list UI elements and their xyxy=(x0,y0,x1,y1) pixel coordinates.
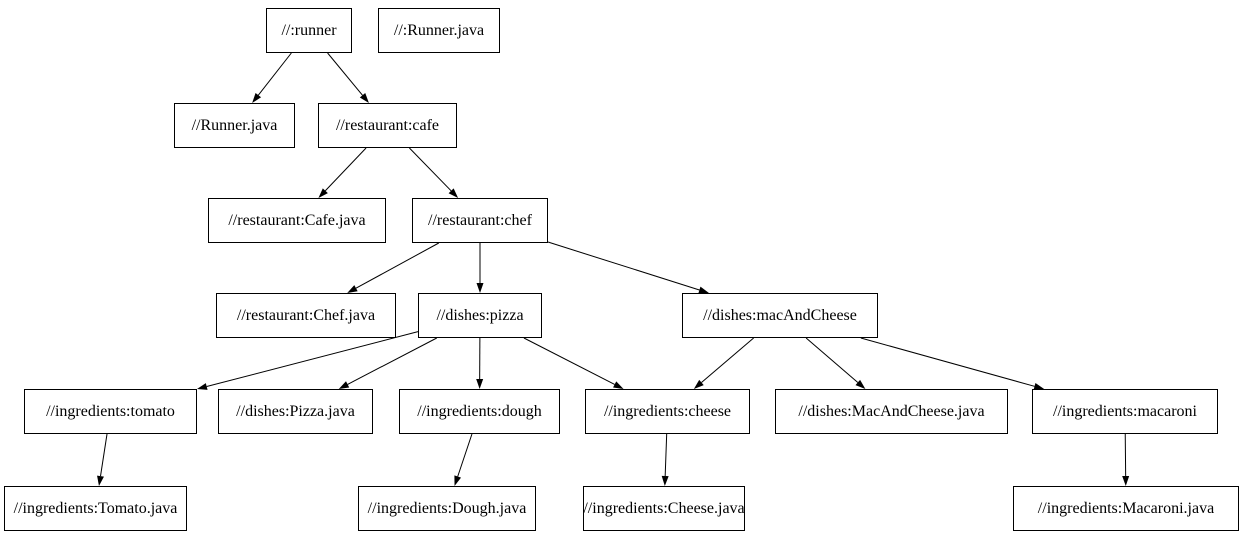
arrowhead-icon xyxy=(97,475,104,486)
graph-node-cafe-java: //restaurant:Cafe.java xyxy=(208,198,386,243)
graph-node-label: //ingredients:macaroni xyxy=(1053,402,1197,420)
graph-node-label: //Runner.java xyxy=(191,116,278,134)
graph-node-dough: //ingredients:dough xyxy=(399,389,560,434)
graph-node-label: //restaurant:Cafe.java xyxy=(228,211,366,229)
graph-node-label: //restaurant:chef xyxy=(428,211,532,229)
graph-node-cheese: //ingredients:cheese xyxy=(585,389,750,434)
graph-node-label: //restaurant:cafe xyxy=(335,116,440,134)
graph-node-label: //:Runner.java xyxy=(393,21,485,39)
graph-node-label: //ingredients:Tomato.java xyxy=(13,499,178,517)
edge-chef-to-chef-java xyxy=(347,242,440,293)
graph-node-label: //restaurant:Chef.java xyxy=(236,306,376,324)
graph-node-cheese-java: //ingredients:Cheese.java xyxy=(583,486,745,531)
arrowhead-icon xyxy=(661,475,669,486)
graph-node-macaroni: //ingredients:macaroni xyxy=(1032,389,1218,434)
arrowhead-icon xyxy=(693,379,704,389)
graph-node-label: //:runner xyxy=(281,21,337,39)
edge-tomato-to-tomato-java xyxy=(97,433,108,486)
arrowhead-icon xyxy=(476,378,484,389)
arrowhead-icon xyxy=(197,383,208,390)
edge-mac-and-cheese-to-mac-and-cheese-java xyxy=(805,337,866,389)
graph-node-tomato-java: //ingredients:Tomato.java xyxy=(4,486,187,531)
graph-node-label: //dishes:MacAndCheese.java xyxy=(798,402,985,420)
edge-chef-to-mac-and-cheese xyxy=(547,241,709,294)
arrowhead-icon xyxy=(347,285,358,293)
arrowhead-icon xyxy=(448,188,459,198)
graph-node-cafe: //restaurant:cafe xyxy=(318,103,457,148)
arrowhead-icon xyxy=(359,93,369,103)
arrowhead-icon xyxy=(252,92,262,103)
arrowhead-icon xyxy=(318,188,328,198)
edge-mac-and-cheese-to-macaroni xyxy=(860,337,1045,390)
graph-node-runner-java-root: //:Runner.java xyxy=(378,8,500,53)
graph-node-label: //ingredients:Macaroni.java xyxy=(1037,499,1215,517)
graph-node-tomato: //ingredients:tomato xyxy=(24,389,197,434)
graph-node-label: //dishes:Pizza.java xyxy=(236,402,355,420)
graph-node-label: //dishes:pizza xyxy=(436,306,524,324)
edge-dough-to-dough-java xyxy=(454,433,473,486)
edge-pizza-to-tomato xyxy=(197,331,419,390)
edge-macaroni-to-macaroni-java xyxy=(1122,433,1130,486)
arrowhead-icon xyxy=(454,475,462,486)
graph-node-label: //ingredients:Cheese.java xyxy=(583,499,745,517)
graph-node-pizza: //dishes:pizza xyxy=(418,293,542,338)
graph-node-dough-java: //ingredients:Dough.java xyxy=(358,486,536,531)
graph-node-chef: //restaurant:chef xyxy=(412,198,548,243)
graph-node-label: //ingredients:cheese xyxy=(603,402,732,420)
edge-runner-to-cafe xyxy=(327,52,369,103)
graph-node-mac-and-cheese-java: //dishes:MacAndCheese.java xyxy=(775,389,1008,434)
graph-node-pizza-java: //dishes:Pizza.java xyxy=(218,389,373,434)
graph-node-label: //ingredients:dough xyxy=(417,402,542,420)
graph-node-chef-java: //restaurant:Chef.java xyxy=(216,293,396,338)
edge-runner-to-runner-java xyxy=(252,52,292,103)
edge-cheese-to-cheese-java xyxy=(661,433,669,486)
graph-node-label: //ingredients:Dough.java xyxy=(367,499,527,517)
graph-node-label: //ingredients:tomato xyxy=(46,402,175,420)
arrowhead-icon xyxy=(613,381,624,389)
graph-node-label: //dishes:macAndCheese xyxy=(703,306,857,324)
edge-cafe-to-cafe-java xyxy=(318,147,367,198)
edge-pizza-to-pizza-java xyxy=(338,337,437,389)
edge-pizza-to-cheese xyxy=(523,337,624,389)
graph-node-mac-and-cheese: //dishes:macAndCheese xyxy=(682,293,878,338)
edge-cafe-to-chef xyxy=(409,147,459,198)
graph-node-runner: //:runner xyxy=(266,8,352,53)
edge-mac-and-cheese-to-cheese xyxy=(693,337,754,389)
arrowhead-icon xyxy=(338,381,350,389)
graph-node-runner-java: //Runner.java xyxy=(174,103,295,148)
edge-pizza-to-dough xyxy=(476,337,484,389)
arrowhead-icon xyxy=(476,283,484,293)
arrowhead-icon xyxy=(1122,475,1130,486)
arrowhead-icon xyxy=(855,379,866,389)
graph-node-macaroni-java: //ingredients:Macaroni.java xyxy=(1013,486,1239,531)
edge-chef-to-pizza xyxy=(476,243,484,293)
